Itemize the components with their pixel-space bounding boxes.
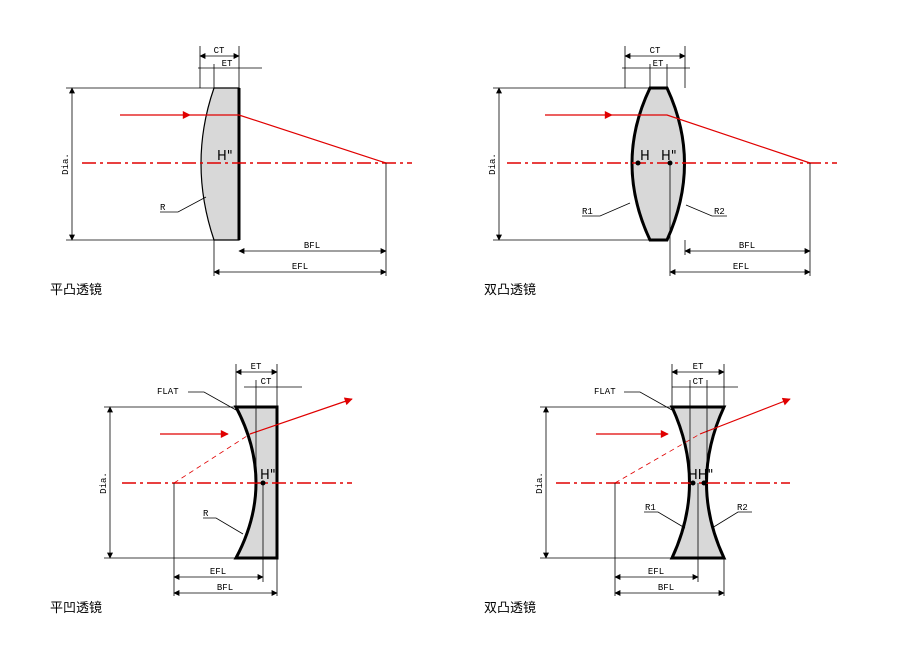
- radius-leader: [160, 196, 207, 213]
- radius-label: R: [160, 203, 166, 213]
- outgoing-ray: [699, 397, 791, 435]
- radius-label: R: [203, 509, 209, 519]
- flat-label: FLAT: [157, 387, 179, 397]
- bfl-label: BFL: [304, 241, 320, 251]
- outgoing-ray: [249, 397, 353, 435]
- panel-caption: 平凸透镜: [50, 283, 102, 298]
- dia-label: Dia.: [488, 153, 498, 175]
- virtual-ray: [614, 433, 701, 484]
- panel-plano-convex: CT ET Dia. H" R BFL EFL 平凸透镜: [50, 46, 412, 298]
- flat-leader: [188, 391, 237, 411]
- panel-plano-concave: ET CT FLAT Dia. H" R EFL BFL 平凹透镜: [50, 362, 353, 616]
- efl-label: EFL: [292, 262, 308, 272]
- efl-label: EFL: [210, 567, 226, 577]
- radius1-leader: [582, 202, 631, 217]
- ct-label: CT: [693, 377, 704, 387]
- et-label: ET: [693, 362, 704, 372]
- dia-label: Dia.: [61, 153, 71, 175]
- biconvex-lens: [630, 86, 686, 242]
- et-label: ET: [222, 59, 233, 69]
- flat-label: FLAT: [594, 387, 616, 397]
- panel-biconcave: ET CT FLAT Dia. HH" R1 R2 EFL BFL 双凸透镜: [484, 362, 791, 616]
- ct-label: CT: [214, 46, 225, 56]
- radius2-label: R2: [737, 503, 748, 513]
- panel-caption: 双凸透镜: [484, 283, 536, 298]
- plano-convex-lens: [200, 87, 240, 241]
- virtual-ray: [173, 433, 251, 484]
- principal-points-label: HH": [688, 468, 714, 483]
- panel-caption: 双凸透镜: [484, 601, 536, 616]
- radius2-leader: [685, 204, 727, 217]
- radius2-label: R2: [714, 207, 725, 217]
- principal-point-h: [690, 480, 696, 486]
- principal-point-h: [635, 160, 641, 166]
- flat-leader: [624, 391, 673, 411]
- efl-label: EFL: [733, 262, 749, 272]
- bfl-label: BFL: [217, 583, 233, 593]
- bfl-label: BFL: [658, 583, 674, 593]
- principal-point-label: H": [217, 149, 233, 164]
- bfl-label: BFL: [739, 241, 755, 251]
- radius1-label: R1: [582, 207, 593, 217]
- principal-point-label-h2: H": [661, 149, 677, 164]
- et-label: ET: [251, 362, 262, 372]
- radius-leader: [203, 517, 244, 535]
- dia-label: Dia.: [535, 472, 545, 494]
- ct-label: CT: [650, 46, 661, 56]
- dia-label: Dia.: [99, 472, 109, 494]
- refracted-ray: [190, 114, 387, 164]
- radius1-leader: [644, 511, 686, 529]
- radius2-leader: [711, 511, 752, 529]
- panel-biconvex: CT ET Dia. H H" R1 R2 BFL EFL 双凸透镜: [484, 46, 837, 298]
- ct-label: CT: [261, 377, 272, 387]
- et-label: ET: [653, 59, 664, 69]
- principal-point-h2: [701, 480, 707, 486]
- radius1-label: R1: [645, 503, 656, 513]
- principal-point-label-h: H: [640, 149, 650, 164]
- efl-label: EFL: [648, 567, 664, 577]
- panel-caption: 平凹透镜: [50, 601, 102, 616]
- principal-point-label: H": [260, 468, 276, 483]
- refracted-ray: [612, 114, 811, 164]
